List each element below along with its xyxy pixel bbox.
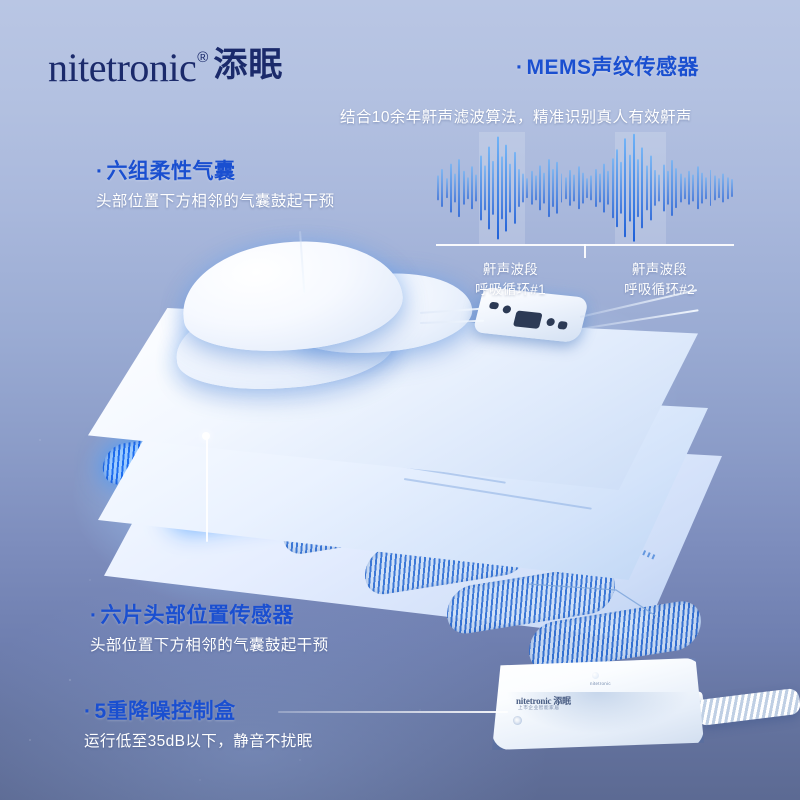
- control-box-button-icon: [513, 716, 522, 725]
- feature-airbags: ·六组柔性气囊 头部位置下方相邻的气囊鼓起干预: [96, 160, 335, 213]
- waveform-label-1-line2: 呼吸循环#1: [475, 281, 546, 297]
- feature-head-sensor-heading-text: 六片头部位置传感器: [100, 604, 294, 627]
- manifold-port-5: [557, 320, 569, 330]
- feature-control-box-subtitle: 运行低至35dB以下，静音不扰眠: [84, 733, 313, 751]
- bullet-dot-icon: ·: [84, 700, 92, 723]
- waveform-highlight-band-2: [614, 132, 666, 244]
- feature-head-sensor: ·六片头部位置传感器 头部位置下方相邻的气囊鼓起干预: [90, 604, 329, 657]
- brand-chinese-name: 添眠: [213, 46, 284, 84]
- registered-trademark-icon: ®: [197, 49, 209, 66]
- air-hose: [694, 687, 800, 727]
- waveform-label-1-line1: 鼾声波段: [482, 262, 539, 277]
- feature-airbags-heading: ·六组柔性气囊: [96, 160, 335, 183]
- waveform-label-2: 鼾声波段 呼吸循环#2: [585, 260, 734, 299]
- feature-mems-heading-text: MEMS声纹传感器: [526, 56, 699, 79]
- waveform-divider-tick: [584, 244, 586, 258]
- sensor-callout-dot: [202, 432, 210, 440]
- bullet-dot-icon: ·: [516, 56, 524, 79]
- feature-head-sensor-subtitle: 头部位置下方相邻的气囊鼓起干预: [90, 637, 329, 655]
- feature-mems-subtitle-wrap: 结合10余年鼾声滤波算法，精准识别真人有效鼾声: [340, 108, 692, 129]
- manifold-port-2: [501, 305, 512, 314]
- bullet-dot-icon: ·: [96, 160, 104, 183]
- bullet-dot-icon: ·: [90, 604, 98, 627]
- control-box-waist-shadow: [506, 692, 690, 734]
- manifold-port-4: [545, 317, 556, 327]
- waveform-label-2-line2: 呼吸循环#2: [624, 281, 695, 297]
- waveform-bars: [436, 132, 734, 244]
- waveform-label-1: 鼾声波段 呼吸循环#1: [436, 260, 585, 299]
- snore-waveform-chart: 鼾声波段 呼吸循环#1 鼾声波段 呼吸循环#2: [436, 132, 734, 297]
- feature-control-box: ·5重降噪控制盒 运行低至35dB以下，静音不扰眠: [84, 700, 313, 753]
- feature-control-box-heading-text: 5重降噪控制盒: [94, 700, 236, 723]
- brand-logo: nitetronic ® 添眠: [48, 48, 283, 88]
- status-led-icon: [592, 672, 599, 679]
- feature-mems: ·MEMS声纹传感器: [516, 56, 699, 79]
- feature-control-box-heading: ·5重降噪控制盒: [84, 700, 313, 723]
- sensor-callout-leader: [206, 438, 208, 542]
- control-box-brandmark: nitetronic: [590, 681, 611, 686]
- manifold-port-1: [488, 301, 500, 310]
- control-box-sub-logo: 上市企业智能家居: [518, 705, 560, 710]
- control-box-leader-line: [278, 711, 508, 713]
- control-box-logo-word: nitetronic: [516, 696, 552, 706]
- feature-mems-heading: ·MEMS声纹传感器: [516, 56, 699, 79]
- feature-airbags-subtitle: 头部位置下方相邻的气囊鼓起干预: [96, 193, 335, 211]
- feature-airbags-heading-text: 六组柔性气囊: [106, 160, 236, 183]
- feature-head-sensor-heading: ·六片头部位置传感器: [90, 604, 329, 627]
- control-box-logo-cn: 添眠: [553, 696, 571, 706]
- feature-mems-subtitle: 结合10余年鼾声滤波算法，精准识别真人有效鼾声: [340, 109, 692, 126]
- waveform-label-2-line1: 鼾声波段: [631, 262, 688, 277]
- waveform-label-row: 鼾声波段 呼吸循环#1 鼾声波段 呼吸循环#2: [436, 260, 734, 299]
- manifold-port-3: [512, 310, 543, 329]
- brand-wordmark: nitetronic: [48, 45, 197, 90]
